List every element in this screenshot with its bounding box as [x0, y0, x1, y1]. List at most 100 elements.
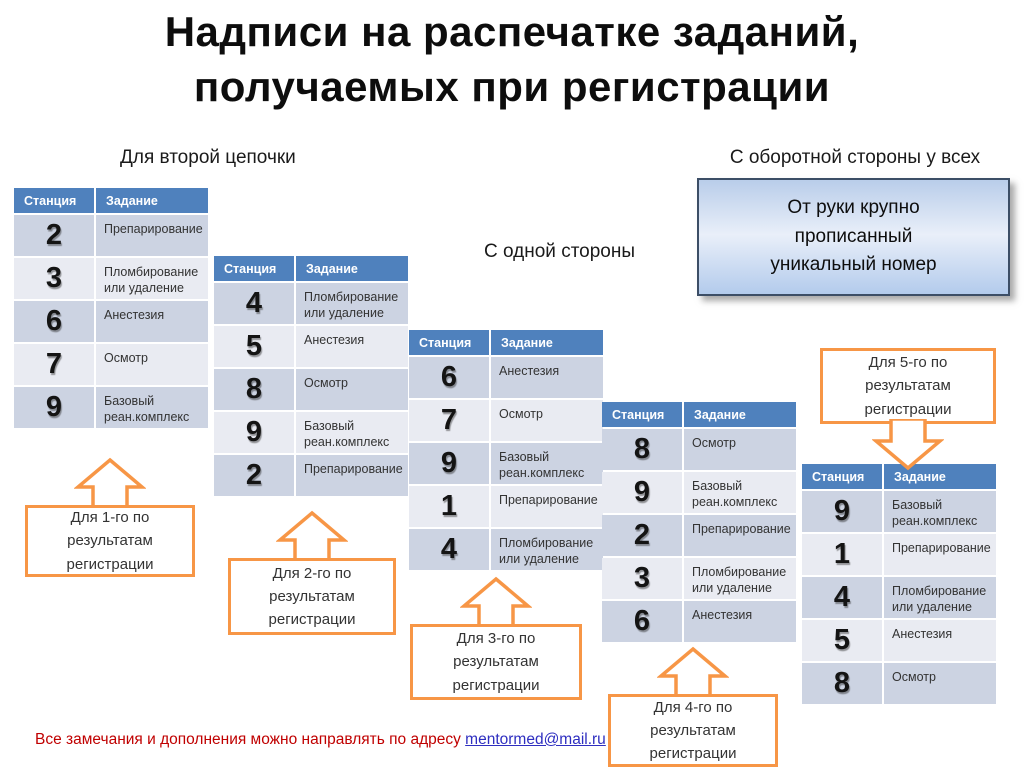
callout-3: Для 3-го по результатам регистрации: [410, 624, 582, 700]
station-cell: 3: [14, 258, 94, 299]
station-cell: 2: [14, 215, 94, 256]
station-cell: 5: [802, 620, 882, 661]
up-arrow-icon: [460, 576, 532, 628]
task-cell: Анестезия: [491, 357, 603, 398]
callout-4-label: Для 4-го по результатам регистрации: [649, 698, 737, 763]
callout-2: Для 2-го по результатам регистрации: [228, 558, 396, 635]
title-line-1: Надписи на распечатке заданий,: [164, 8, 860, 55]
task-header: Задание: [884, 464, 996, 489]
up-arrow-icon: [657, 646, 729, 698]
station-cell: 4: [409, 529, 489, 570]
station-cell: 8: [802, 663, 882, 704]
up-arrow-icon: [276, 510, 348, 562]
task-cell: Препарирование: [884, 534, 996, 575]
callout-3-label: Для 3-го по результатам регистрации: [452, 630, 540, 694]
email-link[interactable]: mentormed@mail.ru: [465, 731, 606, 748]
task-cell: Пломбирование или удаление: [296, 283, 408, 324]
task-cell: Базовый реан.комплекс: [96, 387, 208, 428]
station-cell: 8: [214, 369, 294, 410]
task-cell: Пломбирование или удаление: [884, 577, 996, 618]
station-cell: 2: [214, 455, 294, 496]
task-header: Задание: [491, 330, 603, 355]
title-line-2: получаемых при регистрации: [193, 63, 831, 110]
task-cell: Препарирование: [96, 215, 208, 256]
station-cell: 5: [214, 326, 294, 367]
station-header: Станция: [409, 330, 489, 355]
callout-1-label: Для 1-го по результатам регистрации: [66, 509, 154, 573]
task-cell: Препарирование: [684, 515, 796, 556]
station-cell: 7: [14, 344, 94, 385]
station-cell: 6: [409, 357, 489, 398]
task-cell: Базовый реан.комплекс: [296, 412, 408, 453]
station-cell: 3: [602, 558, 682, 599]
station-header: Станция: [602, 402, 682, 427]
task-cell: Осмотр: [884, 663, 996, 704]
task-cell: Пломбирование или удаление: [491, 529, 603, 570]
station-cell: 9: [14, 387, 94, 428]
station-cell: 7: [409, 400, 489, 441]
station-header: Станция: [214, 256, 294, 281]
task-cell: Осмотр: [684, 429, 796, 470]
station-cell: 9: [214, 412, 294, 453]
station-cell: 1: [802, 534, 882, 575]
station-cell: 4: [802, 577, 882, 618]
task-cell: Базовый реан.комплекс: [491, 443, 603, 484]
task-cell: Анестезия: [296, 326, 408, 367]
station-cell: 9: [409, 443, 489, 484]
station-cell: 9: [802, 491, 882, 532]
callout-4: Для 4-го по результатам регистрации: [608, 694, 778, 767]
callout-1: Для 1-го по результатам регистрации: [25, 505, 195, 577]
label-second-chain: Для второй цепочки: [120, 147, 296, 168]
station-cell: 1: [409, 486, 489, 527]
task-cell: Базовый реан.комплекс: [884, 491, 996, 532]
page-title: Надписи на распечатке заданий, получаемы…: [0, 4, 1024, 114]
unique-number-note: От руки крупно прописанный уникальный но…: [697, 178, 1010, 296]
station-header: Станция: [14, 188, 94, 213]
task-cell: Базовый реан.комплекс: [684, 472, 796, 513]
label-one-side: С одной стороны: [484, 241, 636, 262]
task-cell: Осмотр: [96, 344, 208, 385]
station-cell: 2: [602, 515, 682, 556]
station-cell: 6: [14, 301, 94, 342]
up-arrow-icon: [74, 457, 146, 509]
task-cell: Анестезия: [684, 601, 796, 642]
task-header: Задание: [96, 188, 208, 213]
task-cell: Осмотр: [491, 400, 603, 441]
task-cell: Пломбирование или удаление: [96, 258, 208, 299]
task-header: Задание: [296, 256, 408, 281]
unique-number-note-text: От руки крупно прописанный уникальный но…: [770, 197, 937, 276]
task-cell: Анестезия: [884, 620, 996, 661]
label-back-side: С оборотной стороны у всех: [729, 147, 981, 168]
task-header: Задание: [684, 402, 796, 427]
